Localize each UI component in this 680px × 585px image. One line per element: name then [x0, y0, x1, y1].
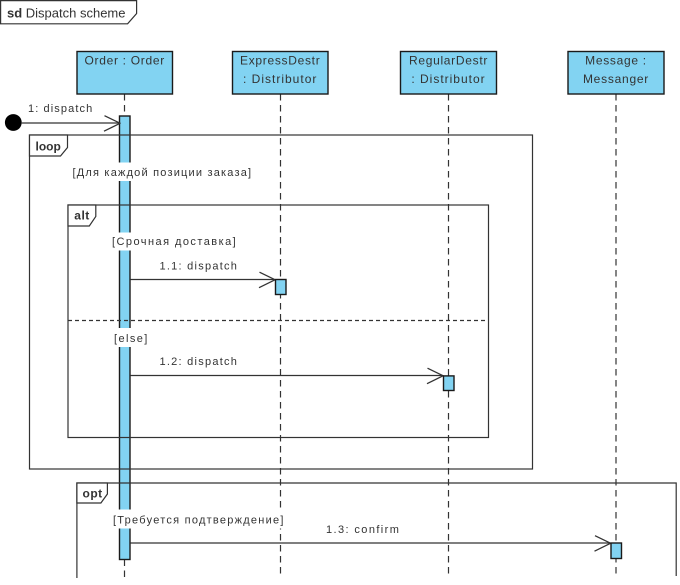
svg-text:RegularDestr: RegularDestr [409, 54, 488, 68]
svg-text:1.1: dispatch: 1.1: dispatch [160, 261, 239, 273]
svg-text:Messanger: Messanger [583, 72, 649, 86]
svg-text:: Distributor: : Distributor [243, 72, 317, 86]
svg-text:opt: opt [83, 487, 103, 501]
svg-text:sd Dispatch scheme: sd Dispatch scheme [7, 6, 126, 21]
svg-text:: Distributor: : Distributor [411, 72, 485, 86]
svg-text:1.2: dispatch: 1.2: dispatch [160, 356, 239, 368]
svg-text:1.3: confirm: 1.3: confirm [326, 524, 400, 536]
svg-text:[Срочная доставка]: [Срочная доставка] [112, 236, 237, 248]
svg-text:ExpressDestr: ExpressDestr [240, 54, 320, 68]
svg-text:[Требуется подтверждение]: [Требуется подтверждение] [113, 515, 285, 527]
svg-text:loop: loop [36, 140, 61, 154]
svg-text:Message :: Message : [585, 54, 647, 68]
svg-text:alt: alt [74, 209, 90, 223]
svg-text:Order : Order: Order : Order [84, 54, 164, 68]
svg-text:1: dispatch: 1: dispatch [28, 103, 93, 115]
svg-text:[else]: [else] [114, 333, 149, 345]
svg-text:[Для каждой позиции заказа]: [Для каждой позиции заказа] [73, 167, 253, 179]
